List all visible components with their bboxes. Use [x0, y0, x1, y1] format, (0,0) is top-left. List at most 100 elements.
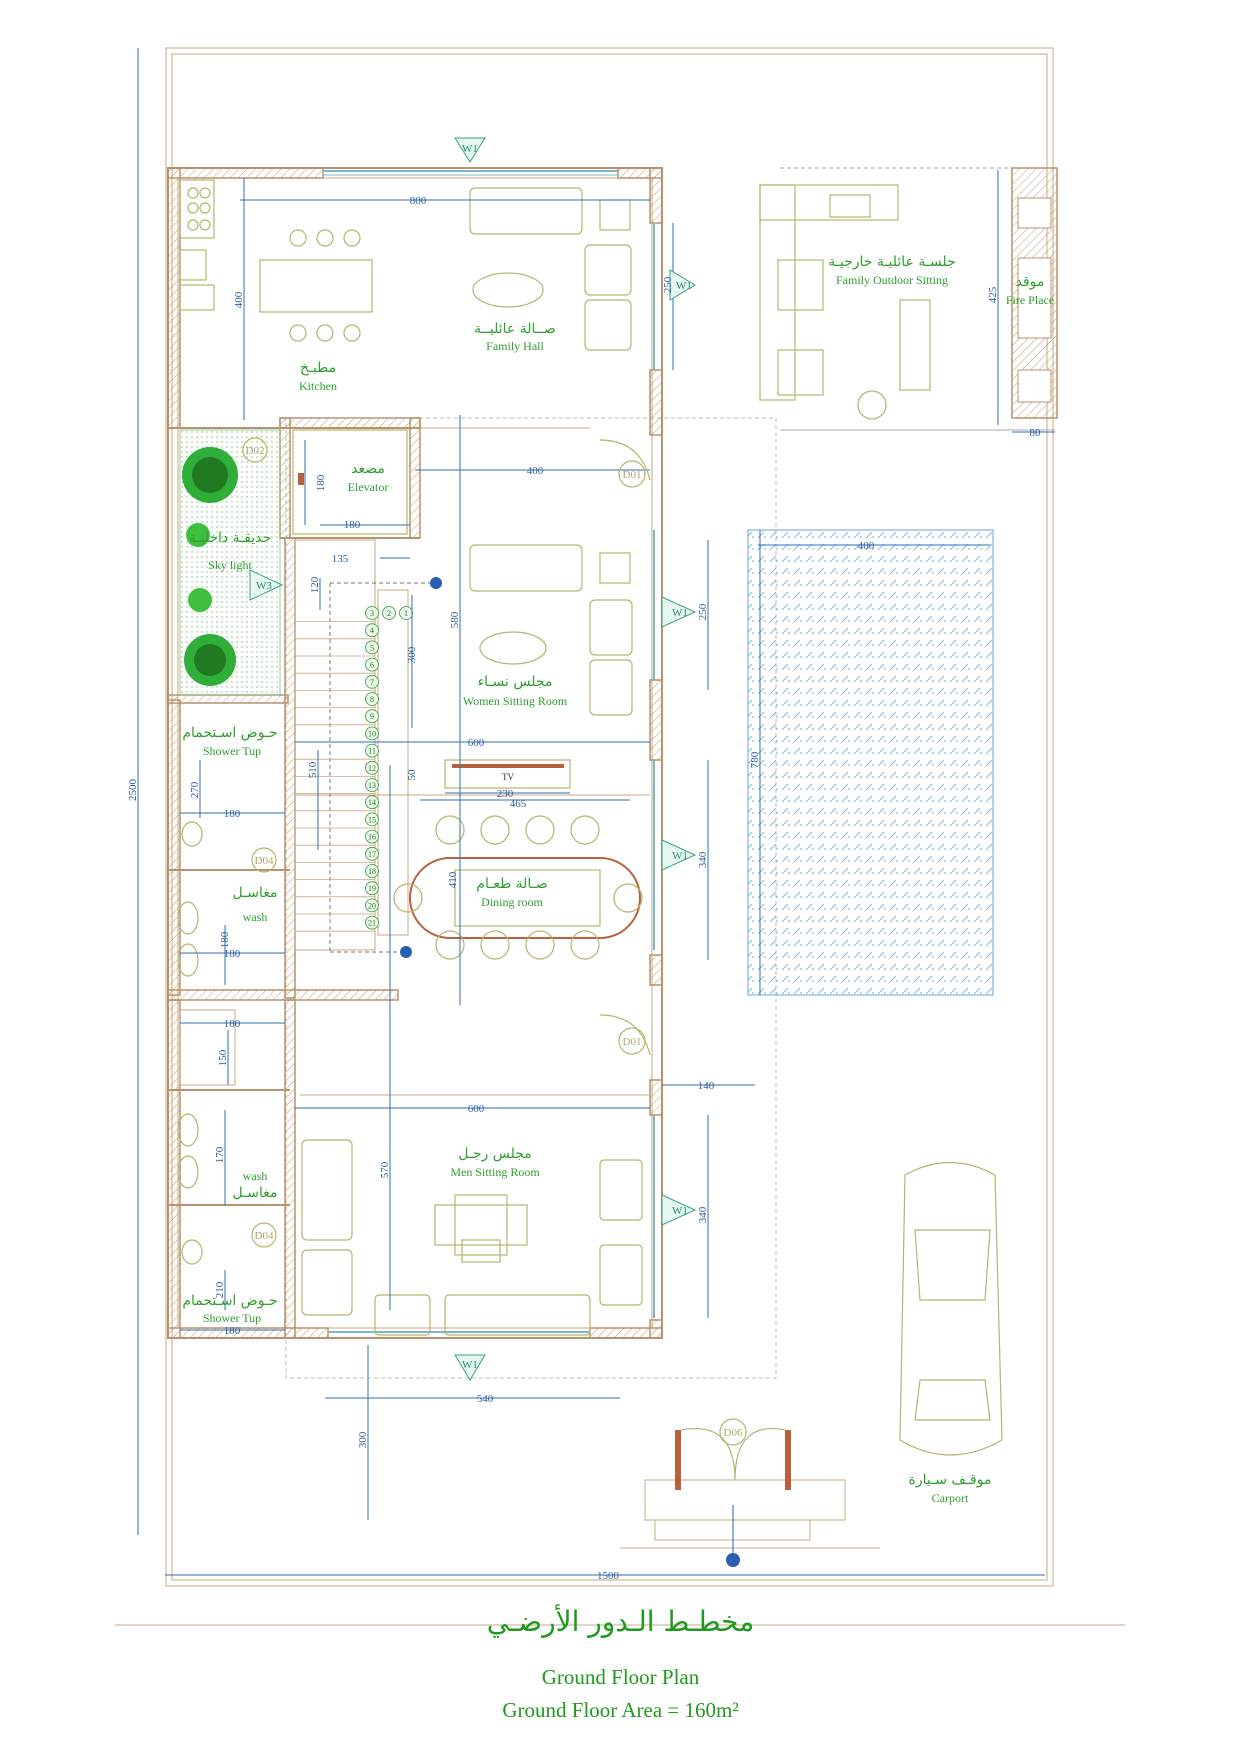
dim-label: 300 [406, 646, 418, 663]
shower-top-label-ar: حـوض اسـتحمام [182, 725, 277, 741]
dim-label: 340 [697, 851, 709, 868]
stair-step-number: 7 [370, 678, 374, 687]
dim-label: 180 [219, 931, 231, 948]
elevator-label-ar: مصعد [351, 461, 385, 477]
dim-label: 180 [224, 948, 241, 960]
dim-label: 250 [697, 603, 709, 620]
stair-step-number: 3 [370, 609, 374, 618]
family-hall-furniture [469, 187, 632, 351]
window-tag-label: W3 [256, 580, 272, 592]
dim-label: 410 [447, 871, 459, 888]
dim-label: 170 [214, 1146, 226, 1163]
dim-label: 300 [357, 1431, 369, 1448]
stair-step-marker [365, 743, 379, 758]
carport-label-en: Carport [932, 1491, 969, 1505]
skylight-label-en: Sky light [208, 558, 252, 572]
stair-step-number: 5 [370, 643, 374, 652]
dim-label: 400 [858, 540, 875, 552]
stair-step-number: 12 [368, 764, 376, 773]
kitchen-fixtures [179, 179, 373, 342]
dim-label: 465 [510, 798, 527, 810]
elevator-box [292, 429, 408, 535]
dim-label: 180 [315, 474, 327, 491]
stair-step-number: 2 [387, 609, 391, 618]
shower-bottom-label-en: Shower Tup [203, 1311, 261, 1325]
door-tag-label: D04 [255, 855, 274, 867]
stair-step-number: 16 [368, 833, 376, 842]
stair-step-marker [365, 812, 379, 827]
elevator-label-en: Elevator [348, 480, 389, 494]
stair-step-marker [365, 829, 379, 844]
women-room-label-en: Women Sitting Room [463, 694, 568, 708]
plan-title-en: Ground Floor Plan [541, 1665, 700, 1689]
stair-step-marker [365, 795, 379, 810]
dim-label: 250 [662, 276, 674, 293]
men-room-label-ar: مجلس رجـل [458, 1146, 532, 1162]
stair-step-marker [365, 898, 379, 913]
plan-title-ar: مخطـط الـدور الأرضـي [486, 1605, 755, 1638]
wash-top-label-ar: مغاسـل [233, 885, 278, 901]
dining-label-en: Dining room [481, 895, 543, 909]
skylight-label-ar: حديقـة داخليـة [189, 530, 271, 546]
dim-label: 510 [307, 761, 319, 778]
shower-top-label-en: Shower Tup [203, 744, 261, 758]
women-room-furniture [469, 544, 633, 716]
stair-step-marker [365, 640, 379, 655]
outdoor-label-ar: جلسـة عائليـة خارجيـة [828, 254, 955, 270]
women-room-label-ar: مجلس نسـاء [478, 674, 553, 690]
stair-step-number: 4 [370, 626, 374, 635]
skylight-garden [179, 429, 281, 696]
dim-label: 540 [477, 1393, 494, 1405]
dim-label: 400 [233, 291, 245, 308]
bathroom-fixtures [177, 821, 236, 1265]
men-room-label-en: Men Sitting Room [450, 1165, 540, 1179]
dim-label: 600 [468, 737, 485, 749]
stair-step-number: 17 [368, 850, 376, 859]
stair-step-number: 8 [370, 695, 374, 704]
tv-label: TV [502, 772, 514, 782]
dimension-labels: 800 400 400 400 180 180 180 180 180 180 … [127, 195, 1041, 1582]
stair-step-marker [382, 606, 396, 620]
men-room-furniture [301, 1139, 643, 1336]
entrance [644, 1428, 846, 1567]
stair-step-marker [365, 778, 379, 792]
dim-label: 210 [214, 1281, 226, 1298]
door-tag-label: D02 [246, 445, 265, 457]
stair-step-marker [365, 606, 379, 620]
dim-label: 150 [217, 1049, 229, 1066]
stair-step-marker [365, 726, 379, 741]
door-tag-label: D04 [255, 1230, 274, 1242]
wash-bottom-label-ar: مغاسـل [233, 1185, 278, 1201]
dim-label: 120 [309, 576, 321, 593]
dim-label: 135 [332, 553, 349, 565]
stair-step-number: 15 [368, 815, 376, 824]
outdoor-sitting [759, 167, 1058, 431]
window-tag-label: W1 [672, 1205, 688, 1217]
door-tags: D01 D01 D02 D04 D04 D06 [242, 437, 747, 1446]
wash-bottom-label-en: wash [243, 1169, 268, 1183]
dim-label: 340 [697, 1206, 709, 1223]
stair-step-number: 21 [368, 919, 376, 928]
dim-label: 230 [497, 788, 514, 800]
door-tag-label: D01 [623, 1036, 642, 1048]
window-tags: W1 W1 W1 W1 W1 W1 W3 [249, 137, 697, 1381]
stair-step-marker [365, 674, 379, 689]
fireplace-label-ar: موقد [1016, 274, 1045, 290]
house-walls [167, 167, 777, 1379]
window-tag-label: W1 [462, 1359, 478, 1371]
stair-step-marker [365, 846, 379, 861]
stair-step-number: 18 [368, 867, 376, 876]
window-tag-label: W1 [672, 607, 688, 619]
dim-label: 580 [449, 611, 461, 628]
dining-label-ar: صـالة طعـام [476, 876, 547, 892]
dim-label: 180 [344, 519, 361, 531]
door-tag-label: D01 [623, 469, 642, 481]
stair-step-number: 19 [368, 884, 376, 893]
stair-step-marker [365, 881, 379, 896]
family-hall-label-en: Family Hall [486, 339, 544, 353]
dim-label: 140 [698, 1080, 715, 1092]
stair-step-marker [365, 657, 379, 672]
window-tag-label: W1 [676, 280, 692, 292]
